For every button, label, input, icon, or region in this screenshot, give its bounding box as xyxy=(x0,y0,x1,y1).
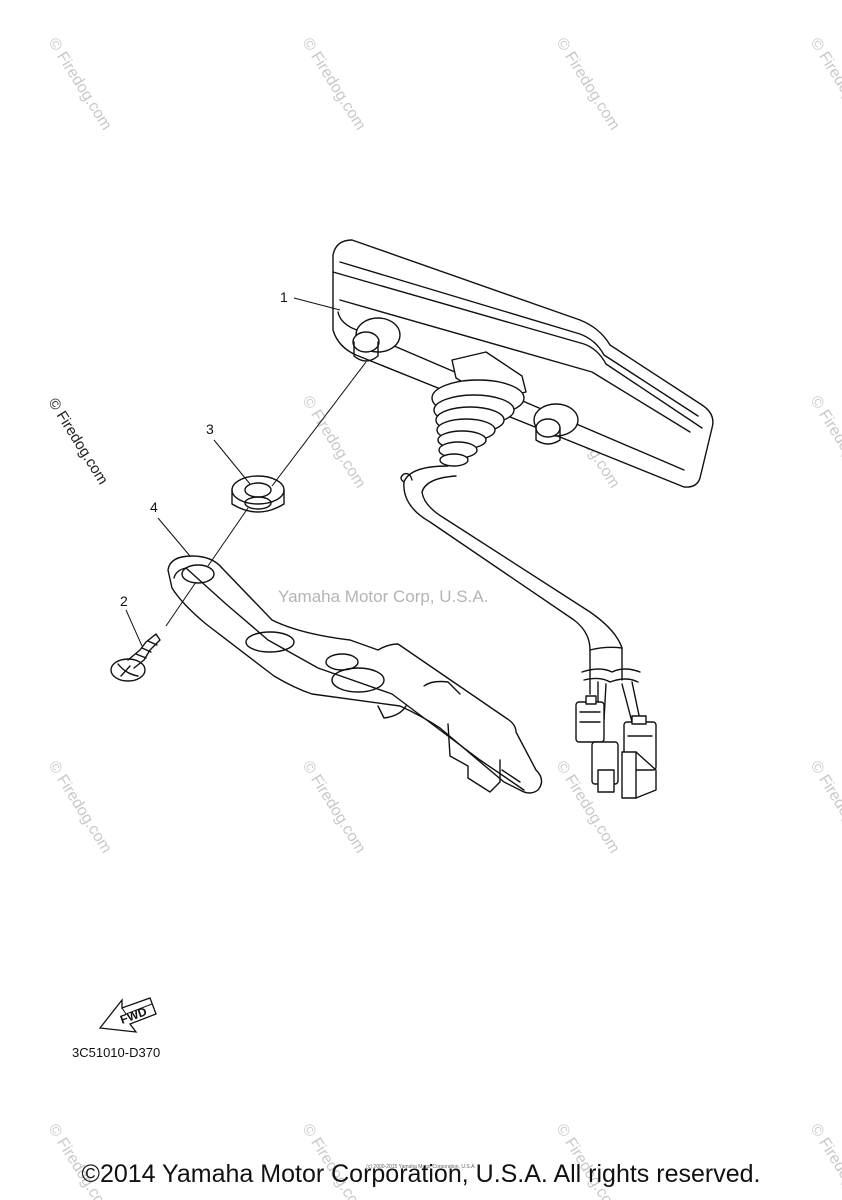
callout-2: 2 xyxy=(120,593,128,609)
watermark: © Firedog.com xyxy=(45,35,115,133)
connector xyxy=(621,715,657,799)
callout-3: 3 xyxy=(206,421,214,437)
screw xyxy=(110,633,161,682)
watermark: © Firedog.com xyxy=(807,393,842,491)
connector xyxy=(591,741,619,793)
copyright-notice: ©2014 Yamaha Motor Corporation, U.S.A. A… xyxy=(81,1160,761,1188)
leader-line xyxy=(157,517,191,557)
mounting-boss xyxy=(533,403,579,445)
fine-print: (c) 2000-2015 Yamaha Motor Corporation, … xyxy=(366,1164,476,1170)
fwd-arrow-icon: FWD xyxy=(98,997,157,1033)
bracket xyxy=(167,555,543,794)
leader-line xyxy=(213,439,251,485)
watermark: © Firedog.com xyxy=(807,758,842,856)
watermark: © Firedog.com xyxy=(299,758,369,856)
watermark: © Firedog.com xyxy=(45,758,115,856)
watermark: © Firedog.com xyxy=(299,393,369,491)
callout-1: 1 xyxy=(280,289,288,305)
watermark: © Firedog.com xyxy=(299,35,369,133)
watermark: © Firedog.com xyxy=(553,35,623,133)
damper xyxy=(231,475,285,513)
diagram-code: 3C51010-D370 xyxy=(72,1045,160,1060)
leader-line xyxy=(293,297,341,311)
callouts: 1 2 3 4 xyxy=(120,289,341,647)
cable-grommet xyxy=(431,351,527,467)
watermark-layer: © Firedog.com © Firedog.com © Firedog.co… xyxy=(45,35,842,1200)
mounting-boss xyxy=(352,317,401,362)
leader-line xyxy=(125,609,143,647)
maker-watermark: Yamaha Motor Corp, U.S.A. xyxy=(278,587,488,606)
wire-harness xyxy=(400,465,641,723)
side-watermark: © Firedog.com xyxy=(45,395,112,488)
assembly-lines xyxy=(165,361,367,627)
meter-assembly xyxy=(332,239,714,799)
watermark: © Firedog.com xyxy=(807,35,842,133)
callout-4: 4 xyxy=(150,499,158,515)
connector xyxy=(575,695,605,743)
